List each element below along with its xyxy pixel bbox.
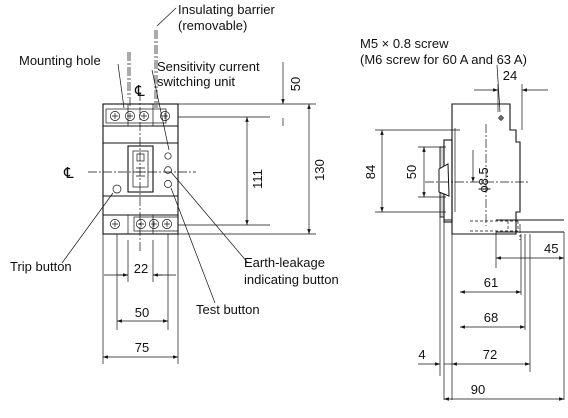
barrier-lines [127, 104, 154, 234]
dim-72: 72 [483, 347, 497, 362]
dim-45: 45 [544, 241, 558, 256]
handle-window [127, 145, 154, 193]
screw-leader [496, 64, 501, 113]
front-extension-lines [178, 103, 316, 235]
mounting-hole-leader [117, 63, 125, 109]
dim-4: 4 [418, 347, 425, 362]
side-centerlines [425, 124, 530, 240]
handle-marker [136, 153, 145, 162]
dim-50-top: 50 [288, 77, 303, 91]
dim-75: 75 [135, 340, 149, 355]
side-bottom-extensions [439, 217, 565, 400]
front-bottom-extensions [102, 234, 179, 364]
dim-24: 24 [503, 68, 517, 83]
side-view: 84 50 ϕ8.5 24 45 61 68 72 4 90 [363, 64, 565, 401]
trip-leader [61, 192, 114, 264]
top-terminals [105, 108, 170, 124]
front-body-outline [102, 103, 179, 235]
dim-68: 68 [484, 310, 498, 325]
dim-50-bottom: 50 [135, 305, 149, 320]
handle [132, 150, 149, 188]
dim-terminal-diameter: ϕ8.5 [476, 167, 491, 192]
barrier-centerline [127, 52, 131, 108]
label-removable: (removable) [178, 18, 247, 33]
dim-130: 130 [312, 159, 327, 181]
dim-111: 111 [250, 169, 265, 189]
label-screw-1: M5 × 0.8 screw [360, 36, 449, 51]
sensitivity-switch-symbol [164, 152, 172, 160]
top-centerline-symbol: ℄ [134, 82, 145, 100]
side-extension-lines [375, 129, 460, 213]
test-button-symbol [164, 180, 172, 188]
front-view: ℄ ℄ 111 130 50 22 50 75 [61, 7, 327, 364]
label-earth-leakage-2: indicating button [244, 272, 339, 287]
side-terminal-hidden [470, 220, 520, 232]
label-screw-2: (M6 screw for 60 A and 63 A) [360, 52, 527, 67]
label-sensitivity-1: Sensitivity current [157, 59, 260, 74]
earth-leakage-leader [170, 171, 249, 264]
side-handle [438, 163, 450, 197]
test-leader [170, 187, 216, 304]
label-test-button: Test button [196, 302, 260, 317]
earth-leakage-button-symbol [164, 166, 172, 174]
label-insulating-barrier: Insulating barrier [178, 2, 275, 17]
dim-61: 61 [484, 275, 498, 290]
front-centerline-symbol: ℄ [63, 164, 74, 182]
dim-90: 90 [471, 382, 485, 397]
front-body-steps [103, 125, 178, 216]
dim-84: 84 [363, 165, 378, 179]
side-terminal-bar [496, 219, 564, 233]
label-trip-button: Trip button [10, 259, 72, 274]
barrier-leader [156, 7, 177, 27]
dim-22: 22 [134, 261, 148, 276]
sensitivity-leader [151, 69, 170, 151]
side-body-outline [451, 103, 521, 235]
label-mounting-hole: Mounting hole [19, 53, 101, 68]
trip-button-symbol [112, 184, 122, 194]
label-earth-leakage-1: Earth-leakage [244, 255, 325, 270]
dim-50-side: 50 [404, 165, 419, 179]
label-sensitivity-2: switching unit [157, 74, 235, 89]
bottom-terminals [110, 216, 179, 232]
